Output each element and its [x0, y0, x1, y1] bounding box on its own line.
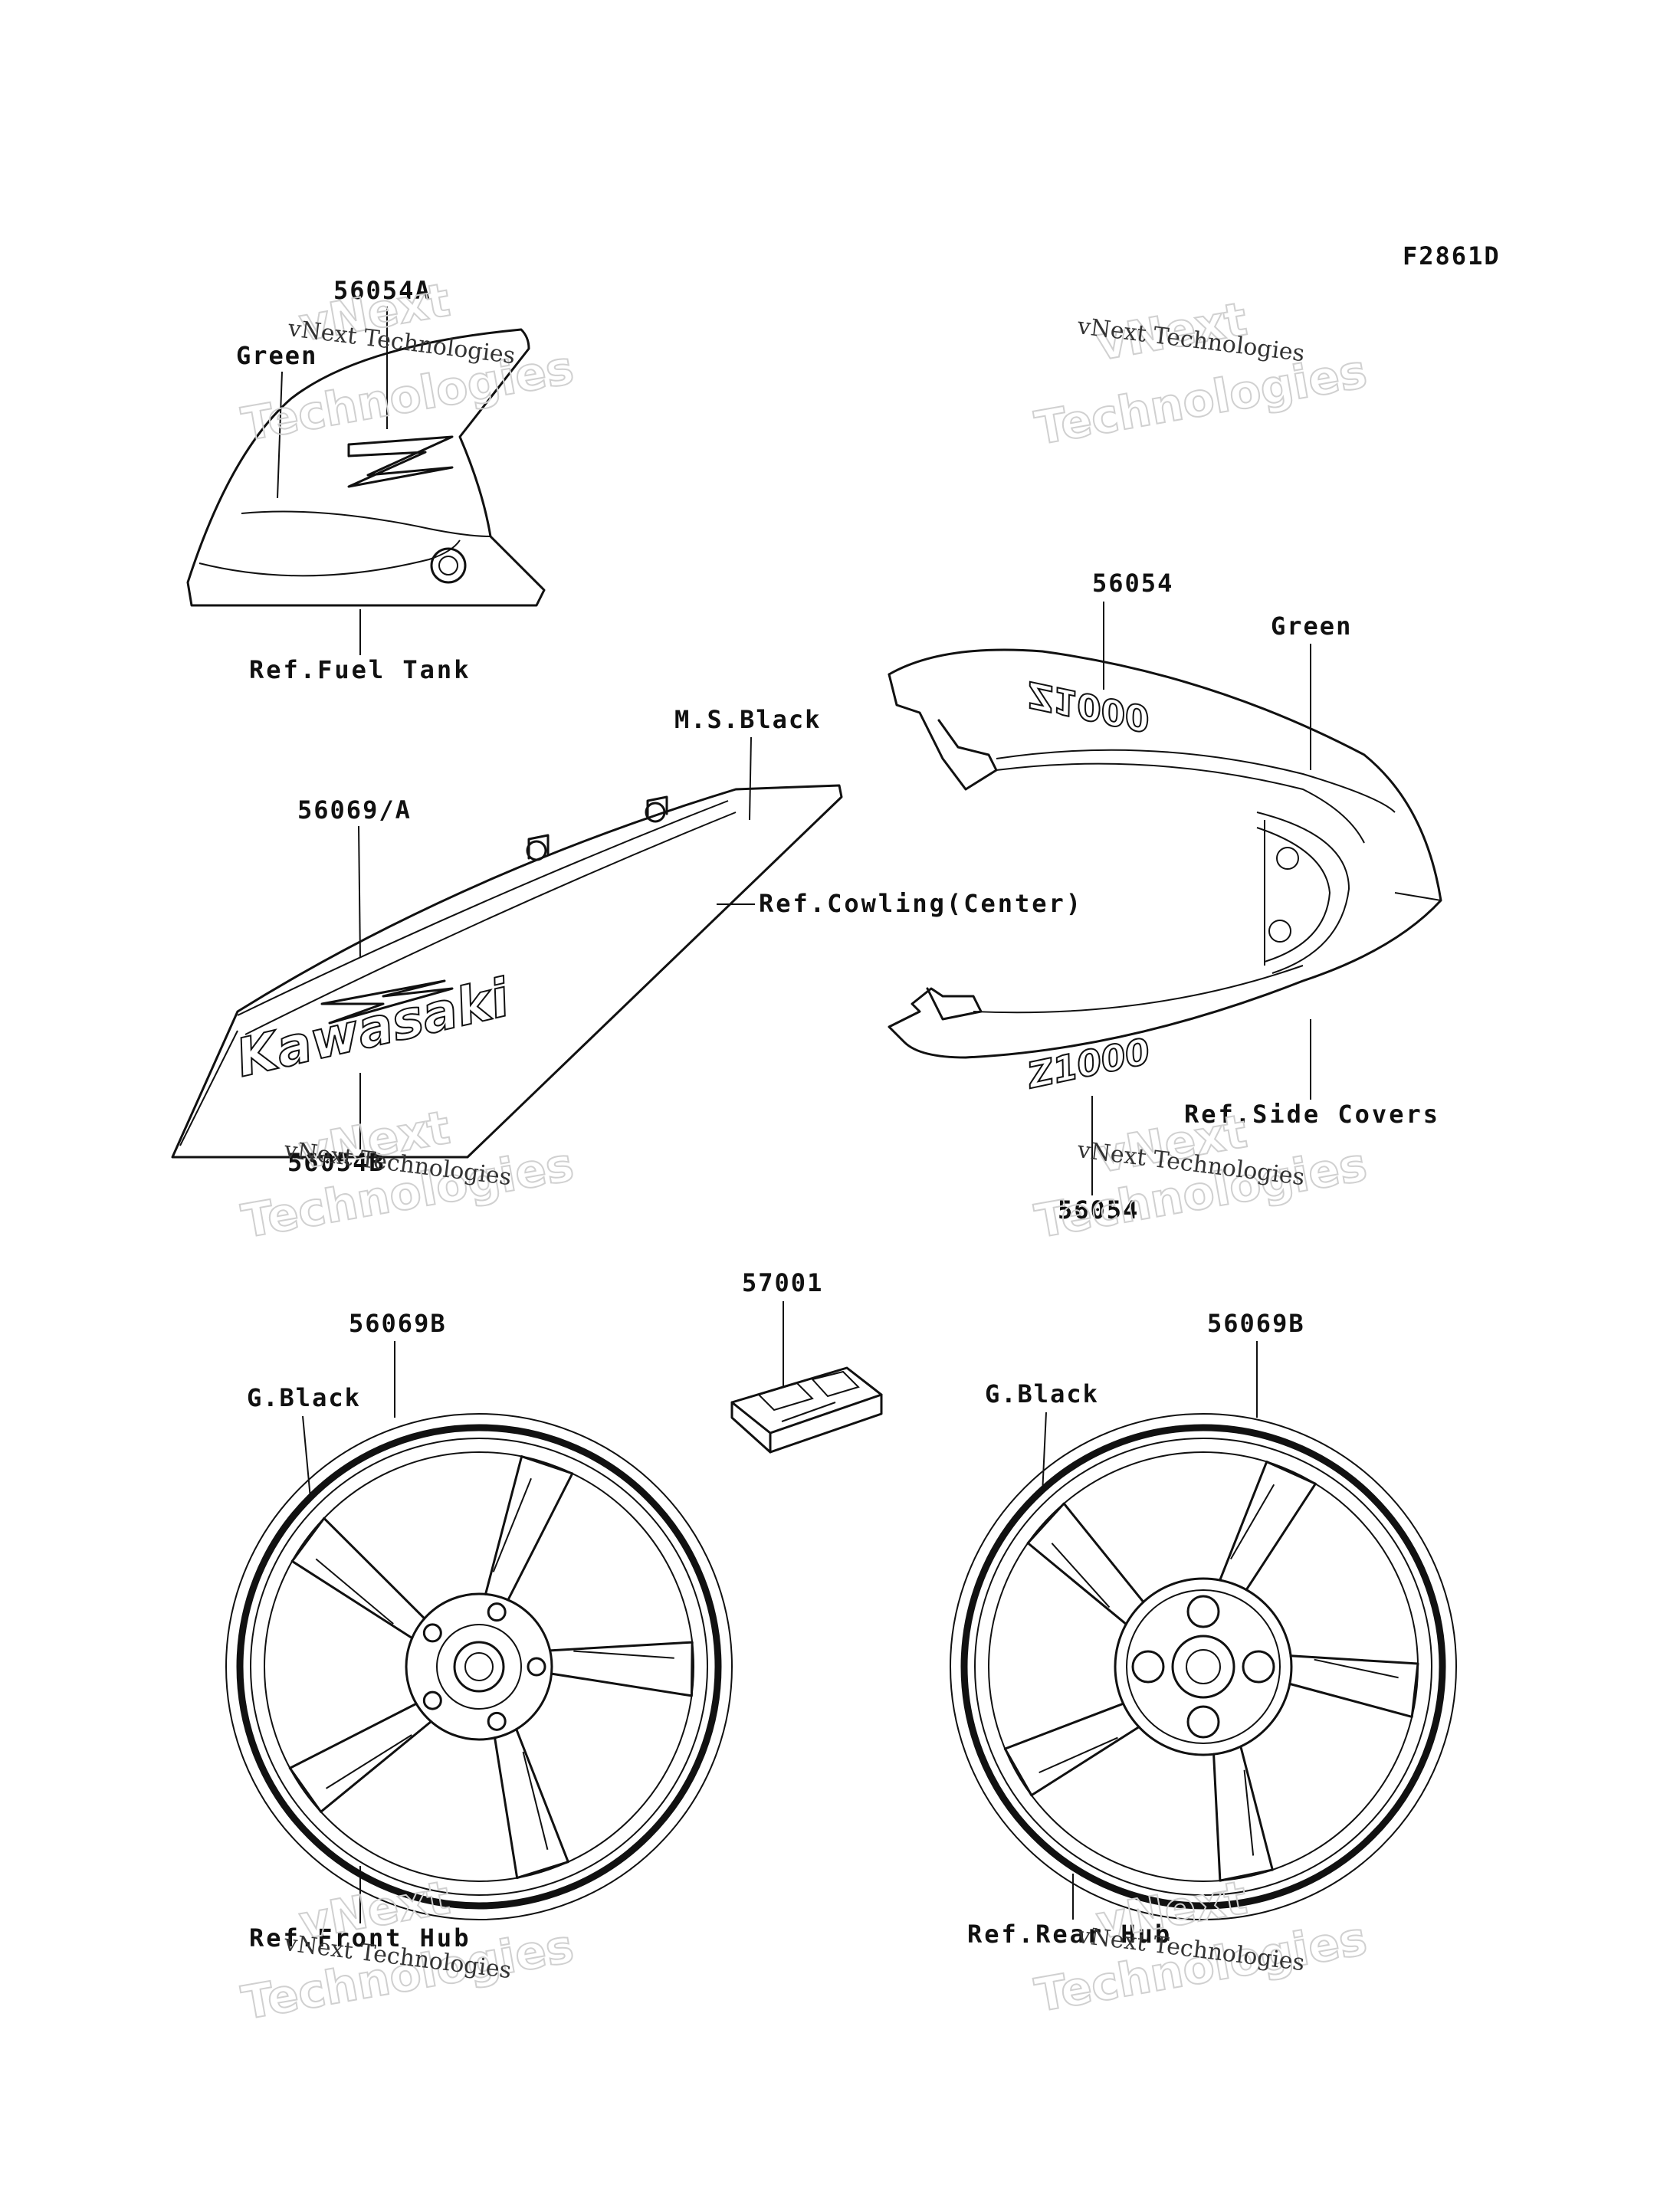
wheel-spoke: [1288, 1654, 1419, 1718]
wheel-spoke: [1219, 1461, 1317, 1592]
callout-ms-black: M.S.Black: [674, 705, 821, 734]
watermark-mid-right: vNext Technologies vNext Technologies: [1030, 1104, 1371, 1250]
hub-bolt: [487, 1711, 507, 1731]
callout-56054-top: 56054: [1092, 569, 1173, 598]
rear-wheel-illustration: [950, 1413, 1457, 1920]
fuel-tank-illustration: [186, 328, 546, 607]
wheel-spoke: [288, 1702, 432, 1813]
hub-hole: [1186, 1595, 1220, 1628]
callout-56054A: 56054A: [333, 276, 431, 305]
watermark-bottom-right: vNext Technologies vNext Technologies: [1030, 1871, 1371, 2024]
wheel-spoke-edge: [325, 1734, 412, 1789]
front-wheel-illustration: [225, 1413, 733, 1920]
watermark-bottom-left: vNext Technologies vNext Technologies: [237, 1871, 578, 2031]
rear-wheel-spokes: [1003, 1461, 1419, 1882]
wheel-spoke: [494, 1728, 569, 1880]
ref-fuel-tank: Ref.Fuel Tank: [249, 655, 471, 684]
wheel-spoke-edge: [573, 1650, 674, 1659]
hub-hole: [1186, 1705, 1220, 1739]
wheel-spoke-edge: [1314, 1658, 1399, 1679]
wheel-spoke: [484, 1455, 574, 1602]
z1000-decal-top: Z1000: [1022, 674, 1153, 740]
wheel-spoke-edge: [522, 1751, 549, 1851]
callout-57001: 57001: [742, 1268, 823, 1297]
z-logo-icon: [347, 435, 454, 488]
wheel-spoke-edge: [1039, 1736, 1118, 1774]
front-wheel-spokes: [288, 1455, 694, 1880]
callout-rear-56069B: 56069B: [1207, 1309, 1305, 1338]
clip-illustration: [730, 1366, 883, 1454]
ref-cowling-center: Ref.Cowling(Center): [759, 889, 1083, 918]
wheel-spoke: [290, 1517, 426, 1640]
hub-hole: [1242, 1650, 1275, 1684]
hub-bolt: [487, 1602, 507, 1622]
side-covers-illustration: Z1000 Z1000: [888, 648, 1442, 1097]
callout-56069A: 56069/A: [297, 795, 412, 825]
ref-side-covers: Ref.Side Covers: [1184, 1100, 1440, 1129]
figure-code: F2861D: [1403, 241, 1501, 271]
wheel-spoke-edge: [315, 1558, 394, 1625]
callout-56054-bottom: 56054: [1058, 1195, 1139, 1225]
svg-text:Technologies: Technologies: [1031, 345, 1370, 456]
wheel-spoke: [1026, 1502, 1145, 1625]
kawasaki-decal: Kawasaki: [231, 968, 516, 1090]
callout-front-gblack: G.Black: [247, 1383, 361, 1412]
z1000-decal-bottom: Z1000: [1022, 1030, 1153, 1097]
callout-56054B: 56054B: [287, 1148, 386, 1177]
hub-bolt: [527, 1657, 546, 1677]
callout-front-56069B: 56069B: [349, 1309, 447, 1338]
watermark-top-right: vNext Technologies vNext Technologies: [1030, 292, 1371, 457]
callout-fuel-tank-color: Green: [236, 341, 317, 370]
wheel-spoke: [1003, 1702, 1140, 1797]
wheel-spoke-edge: [492, 1477, 532, 1572]
hub-hole: [1131, 1650, 1165, 1684]
wheel-spoke: [549, 1641, 694, 1697]
ref-rear-hub: Ref.Rear Hub: [967, 1920, 1172, 1949]
callout-side-cover-color: Green: [1271, 612, 1352, 641]
callout-rear-gblack: G.Black: [985, 1379, 1099, 1408]
rear-hub-holes: [1131, 1595, 1275, 1739]
hub-bolt: [422, 1690, 442, 1710]
hub-bolt: [422, 1623, 442, 1643]
ref-front-hub-label: Ref.Front Hub: [249, 1923, 471, 1953]
wheel-spoke-edge: [1243, 1769, 1255, 1856]
cowling-illustration: Kawasaki: [171, 784, 843, 1159]
front-hub-bolts: [422, 1602, 546, 1731]
wheel-spoke-edge: [1051, 1543, 1111, 1608]
wheel-spoke: [1212, 1745, 1274, 1882]
wheel-spoke-edge: [1230, 1484, 1275, 1560]
